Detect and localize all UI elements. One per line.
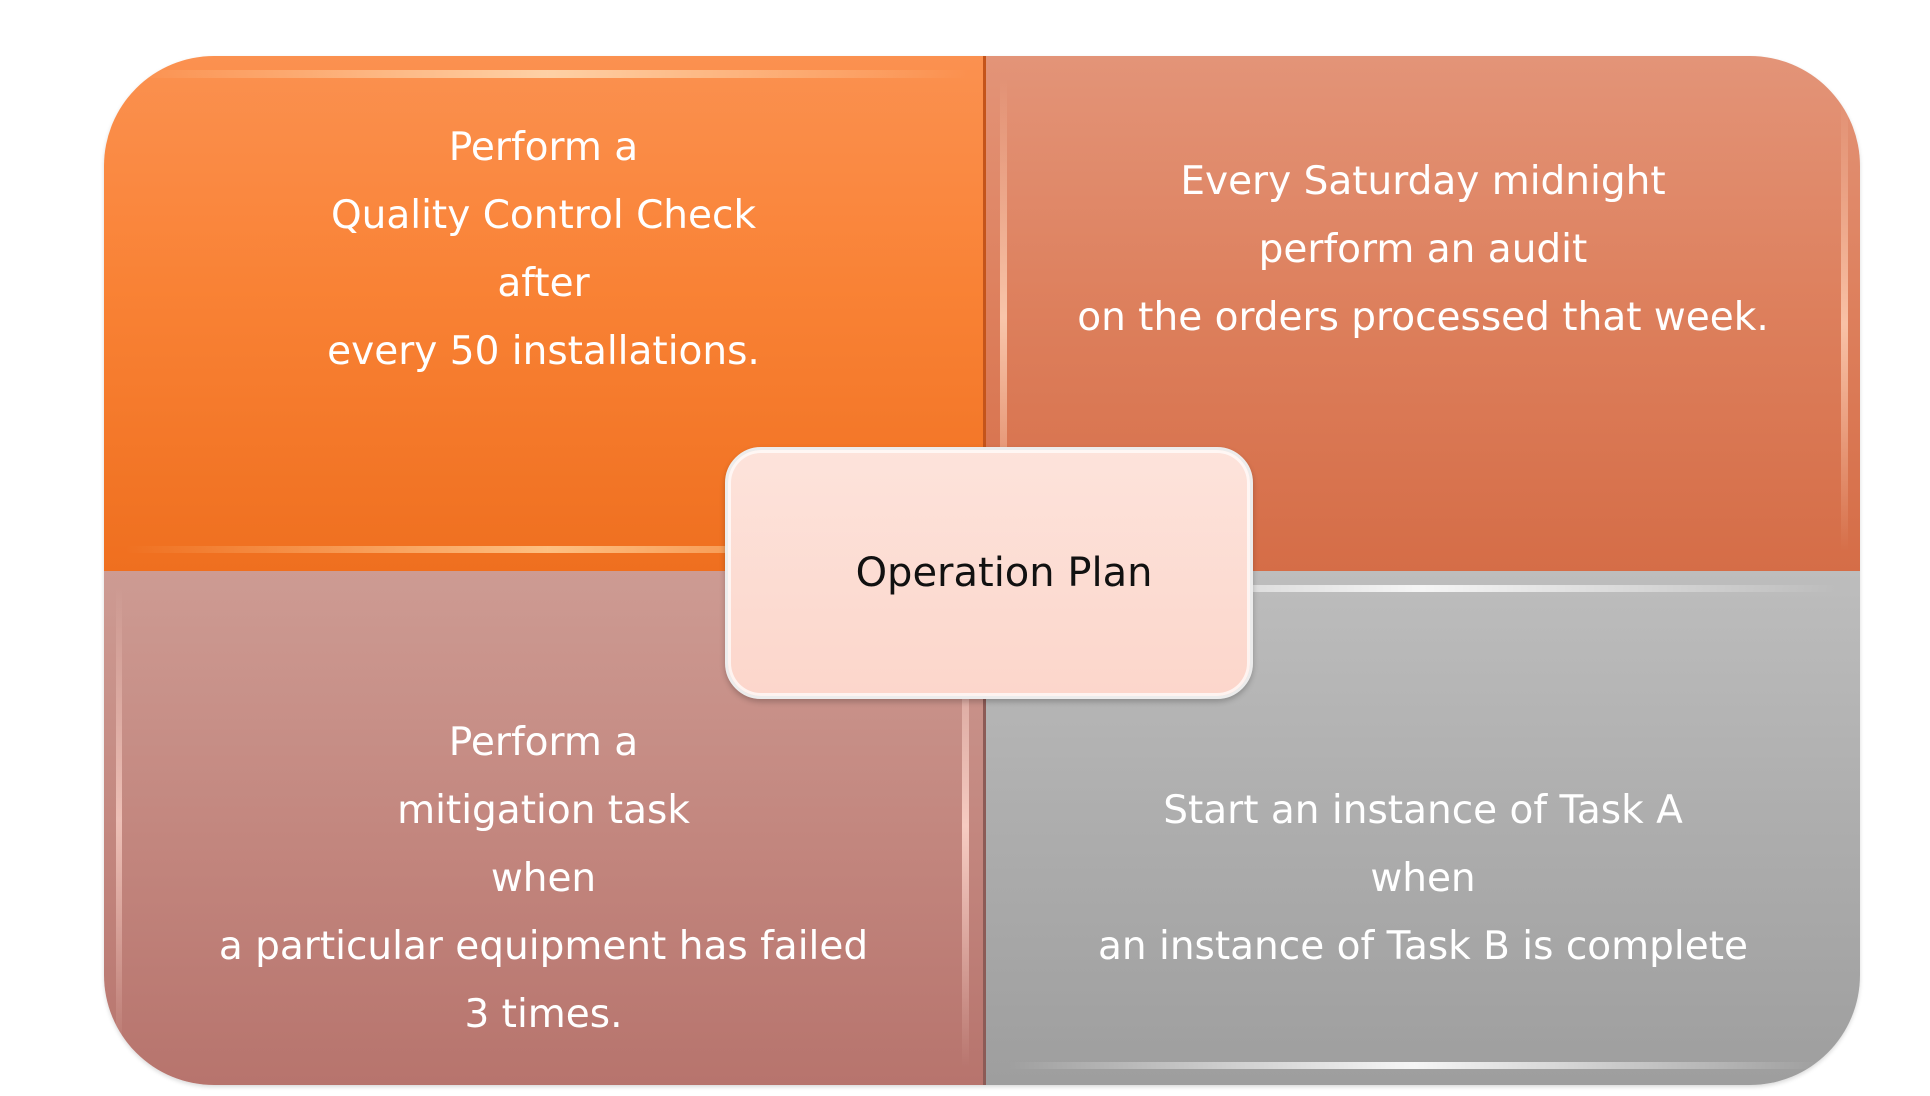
quadrant-text: Perform a mitigation task when a particu… [219, 709, 868, 1049]
quadrant-line: when [1370, 856, 1476, 901]
quadrant-line: Quality Control Check [330, 193, 757, 238]
quadrant-line: an instance of Task B is complete [1097, 924, 1749, 969]
quadrant-line: every 50 installations. [327, 329, 760, 374]
quadrant-line: on the orders processed that week. [1077, 295, 1769, 340]
quadrant-line: Perform a [448, 125, 639, 170]
quadrant-line: mitigation task [397, 788, 690, 833]
center-label: Operation Plan [855, 550, 1153, 596]
quadrant-line: Every Saturday midnight [1180, 159, 1666, 204]
quadrant-line: a particular equipment has failed [218, 924, 869, 969]
quadrant-line: 3 times. [464, 992, 623, 1037]
quadrant-quality-control-check: Perform a Quality Control Check after ev… [104, 56, 986, 571]
quadrant-line: Perform a [448, 720, 639, 765]
quadrant-line: perform an audit [1258, 227, 1588, 272]
quadrant-line: when [490, 856, 597, 901]
quadrant-text: Every Saturday midnight perform an audit… [1077, 148, 1769, 352]
quadrant-line: Start an instance of Task A [1163, 788, 1683, 833]
quadrant-text: Start an instance of Task A when an inst… [1098, 777, 1748, 981]
quadrant-line: after [497, 261, 590, 306]
quadrant-text: Perform a Quality Control Check after ev… [327, 114, 760, 386]
operation-plan-matrix: Perform a Quality Control Check after ev… [104, 56, 1860, 1085]
center-operation-plan-box: Operation Plan [725, 447, 1253, 699]
